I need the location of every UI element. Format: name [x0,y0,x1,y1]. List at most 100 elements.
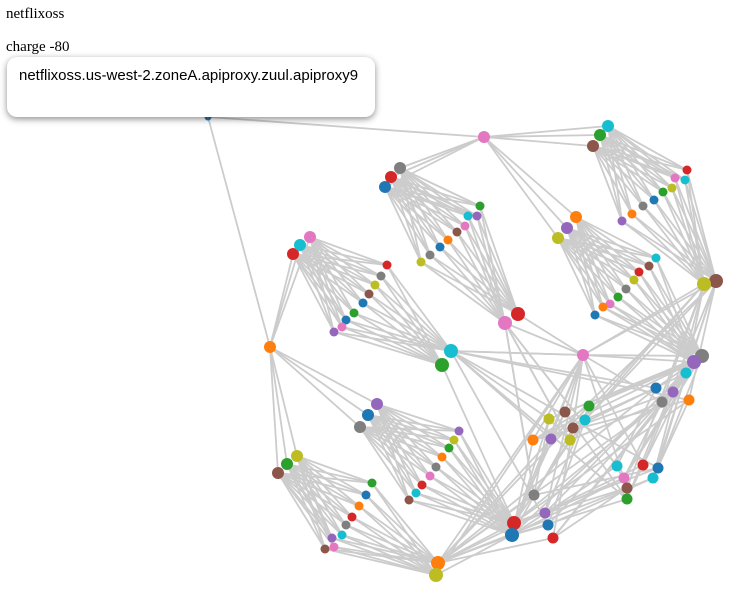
graph-node[interactable] [621,493,633,505]
graph-node[interactable] [590,310,600,320]
graph-node[interactable] [656,396,668,408]
graph-node[interactable] [294,239,306,251]
graph-node[interactable] [272,467,284,479]
graph-node[interactable] [683,394,695,406]
graph-node[interactable] [478,131,490,143]
graph-node[interactable] [370,280,380,290]
graph-node[interactable] [621,482,633,494]
graph-node[interactable] [329,542,339,552]
graph-node[interactable] [404,495,414,505]
graph-node[interactable] [667,386,679,398]
graph-node[interactable] [385,171,397,183]
graph-node[interactable] [634,267,644,277]
graph-node[interactable] [545,433,557,445]
graph-node[interactable] [638,201,648,211]
graph-node[interactable] [539,507,551,519]
graph-node[interactable] [647,472,659,484]
graph-node[interactable] [611,460,623,472]
graph-node[interactable] [341,315,351,325]
graph-node[interactable] [425,250,435,260]
graph-node[interactable] [364,289,374,299]
graph-node[interactable] [682,165,692,175]
graph-node[interactable] [358,298,368,308]
graph-node[interactable] [498,316,512,330]
graph-node[interactable] [511,307,525,321]
graph-node[interactable] [570,211,582,223]
graph-node[interactable] [658,187,668,197]
graph-node[interactable] [670,173,680,183]
graph-node[interactable] [527,434,539,446]
graph-node[interactable] [416,257,426,267]
graph-node[interactable] [444,443,454,453]
graph-node[interactable] [429,568,443,582]
graph-node[interactable] [528,489,540,501]
graph-node[interactable] [627,209,637,219]
graph-node[interactable] [431,462,441,472]
graph-node[interactable] [437,452,447,462]
charge-value[interactable]: -80 [49,39,70,55]
graph-node[interactable] [680,175,690,185]
graph-node[interactable] [617,216,627,226]
graph-node[interactable] [577,349,589,361]
graph-node[interactable] [602,120,614,132]
graph-node[interactable] [542,519,554,531]
graph-node[interactable] [687,355,701,369]
graph-node[interactable] [559,406,571,418]
graph-node[interactable] [605,299,615,309]
graph-node[interactable] [444,344,458,358]
graph-node[interactable] [587,140,599,152]
graph-node[interactable] [435,242,445,252]
graph-node[interactable] [454,426,464,436]
graph-node[interactable] [287,248,299,260]
graph-node[interactable] [507,516,521,530]
graph-node[interactable] [637,459,649,471]
graph-node[interactable] [425,471,435,481]
graph-node[interactable] [367,478,377,488]
graph-node[interactable] [449,435,459,445]
graph-node[interactable] [652,462,664,474]
graph-node[interactable] [431,556,445,570]
graph-node[interactable] [598,302,608,312]
graph-node[interactable] [337,322,347,332]
graph-node[interactable] [567,422,579,434]
graph-node[interactable] [564,434,576,446]
graph-node[interactable] [435,358,449,372]
graph-node[interactable] [281,458,293,470]
graph-node[interactable] [463,211,473,221]
graph-node[interactable] [361,490,371,500]
graph-node[interactable] [417,480,427,490]
graph-node[interactable] [291,450,303,462]
graph-node[interactable] [304,231,316,243]
graph-node[interactable] [594,129,606,141]
graph-node[interactable] [264,341,276,353]
graph-node[interactable] [394,162,406,174]
graph-node[interactable] [649,195,659,205]
graph-node[interactable] [411,488,421,498]
graph-node[interactable] [379,181,391,193]
graph-node[interactable] [644,261,654,271]
graph-node[interactable] [452,227,462,237]
graph-node[interactable] [347,512,357,522]
graph-node[interactable] [327,533,337,543]
graph-node[interactable] [561,222,573,234]
graph-node[interactable] [382,260,392,270]
graph-node[interactable] [460,221,470,231]
graph-node[interactable] [629,275,639,285]
graph-node[interactable] [667,183,677,193]
graph-node[interactable] [547,532,559,544]
graph-node[interactable] [443,235,453,245]
graph-node[interactable] [505,528,519,542]
graph-node[interactable] [613,292,623,302]
graph-node[interactable] [472,211,482,221]
graph-node[interactable] [621,284,631,294]
graph-node[interactable] [320,544,330,554]
graph-node[interactable] [475,201,485,211]
graph-node[interactable] [376,271,386,281]
graph-node[interactable] [543,413,555,425]
graph-node[interactable] [650,382,662,394]
graph-node[interactable] [709,274,723,288]
graph-node[interactable] [341,520,351,530]
graph-node[interactable] [354,421,366,433]
graph-node[interactable] [349,308,359,318]
